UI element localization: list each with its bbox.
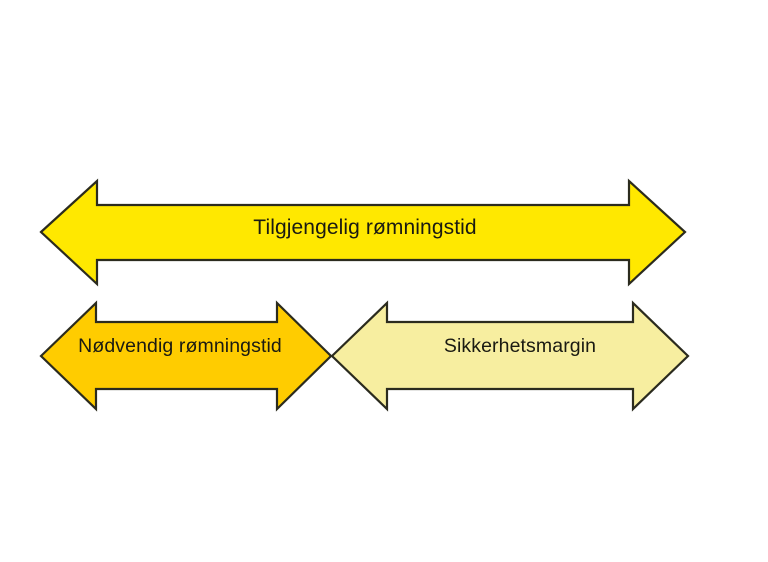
- arrow-label-required-egress-time: Nødvendig rømningstid: [78, 335, 282, 357]
- arrow-safety-margin[interactable]: [330, 300, 690, 412]
- arrow-label-available-egress-time: Tilgjengelig rømningstid: [253, 216, 477, 239]
- arrow-available-egress-time[interactable]: [39, 178, 687, 287]
- arrow-label-safety-margin: Sikkerhetsmargin: [443, 335, 597, 357]
